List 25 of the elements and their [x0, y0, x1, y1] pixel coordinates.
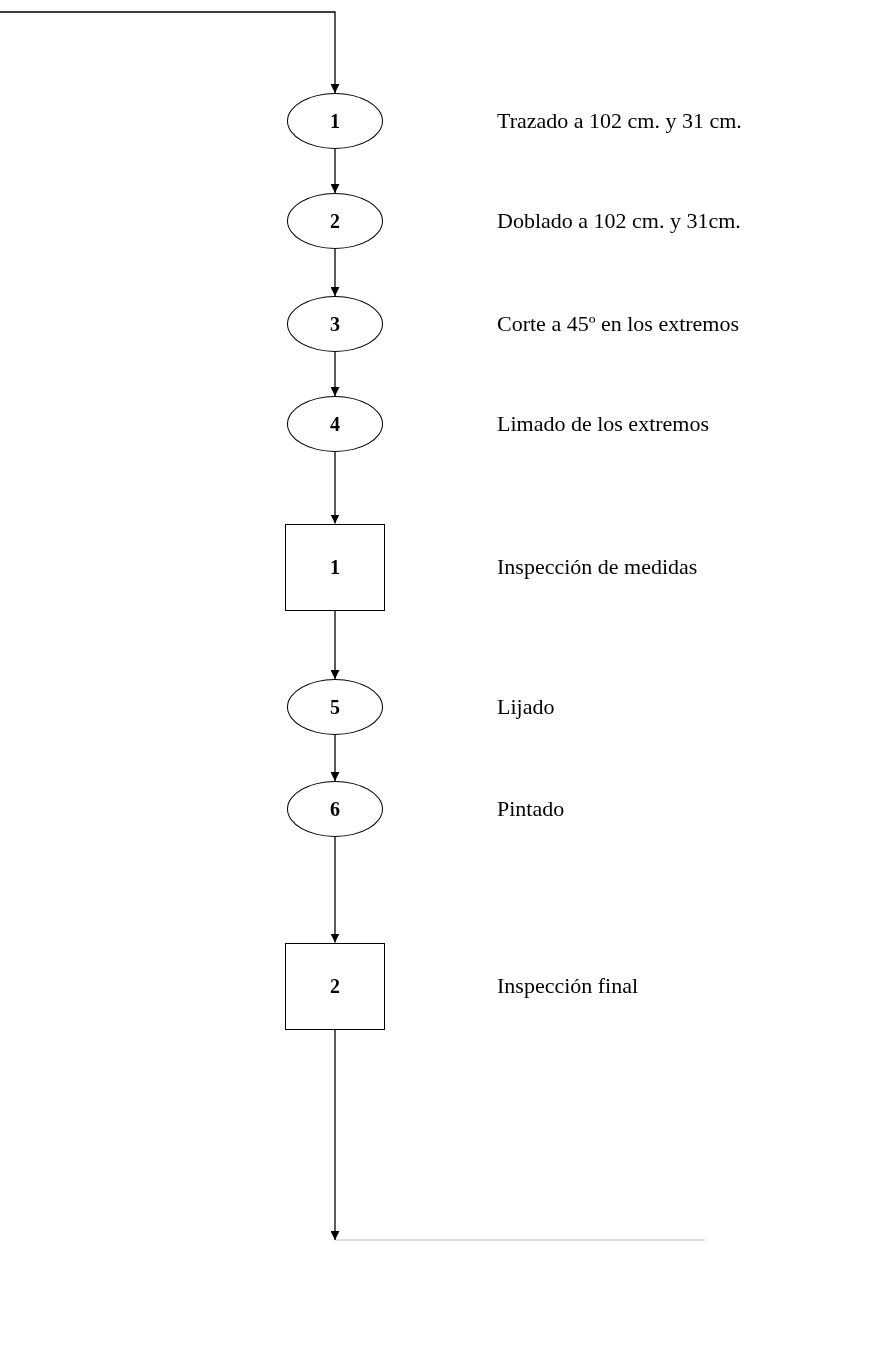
arrow: [330, 351, 340, 397]
operation-ellipse: 5: [287, 679, 383, 735]
step-description: Doblado a 102 cm. y 31cm.: [497, 208, 741, 234]
inspection-box: 1: [285, 523, 385, 611]
step-description: Corte a 45º en los extremos: [497, 311, 740, 337]
arrow: [330, 1028, 340, 1241]
operation-ellipse: 1: [287, 93, 383, 149]
arrow: [330, 734, 340, 782]
operation-ellipse: 2: [287, 193, 383, 249]
step-description: Lijado: [497, 694, 555, 720]
arrow: [330, 248, 340, 297]
arrow: [330, 451, 340, 525]
arrow: [330, 836, 340, 944]
step-description: Trazado a 102 cm. y 31 cm.: [497, 108, 742, 134]
operation-ellipse: 6: [287, 781, 383, 837]
arrow: [330, 609, 340, 680]
step-description: Inspección final: [497, 973, 639, 999]
step-description: Inspección de medidas: [497, 554, 698, 580]
step-description: Limado de los extremos: [497, 411, 709, 437]
inspection-box: 2: [285, 942, 385, 1030]
operation-ellipse: 3: [287, 296, 383, 352]
arrow: [330, 148, 340, 194]
arrow: [0, 11, 340, 94]
step-description: Pintado: [497, 796, 565, 822]
operation-ellipse: 4: [287, 396, 383, 452]
